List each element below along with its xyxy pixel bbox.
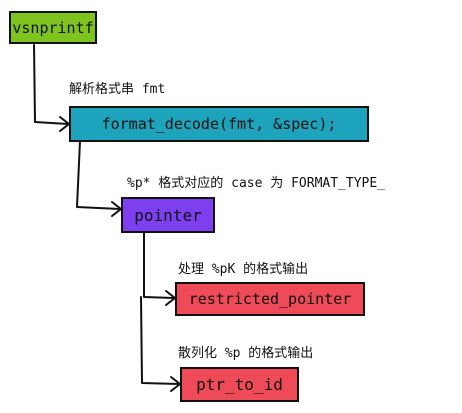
- label-handle-pk: 处理 %pK 的格式输出: [178, 262, 309, 277]
- connector-pointer-to-ptr-to-id: [140, 296, 180, 385]
- connector-pointer-to-restricted-pointer: [143, 231, 175, 299]
- node-vsnprintf-label: vsnprintf: [12, 18, 94, 37]
- node-restricted-pointer-label: restricted_pointer: [188, 290, 352, 308]
- label-hash-p: 散列化 %p 的格式输出: [178, 346, 314, 361]
- node-pointer: pointer: [121, 197, 215, 233]
- connector-format-decode-to-pointer: [76, 140, 121, 210]
- node-ptr-to-id-label: ptr_to_id: [196, 375, 283, 394]
- label-case-format-type: %p* 格式对应的 case 为 FORMAT_TYPE_: [127, 176, 386, 191]
- node-restricted-pointer: restricted_pointer: [175, 282, 365, 316]
- node-ptr-to-id: ptr_to_id: [180, 367, 299, 402]
- node-vsnprintf: vsnprintf: [9, 11, 97, 44]
- node-format-decode-label: format_decode(fmt, &spec);: [101, 115, 337, 133]
- connector-vsnprintf-to-format-decode: [33, 44, 69, 125]
- label-parse-fmt: 解析格式串 fmt: [69, 82, 166, 97]
- node-pointer-label: pointer: [134, 205, 202, 225]
- node-format-decode: format_decode(fmt, &spec);: [69, 106, 369, 142]
